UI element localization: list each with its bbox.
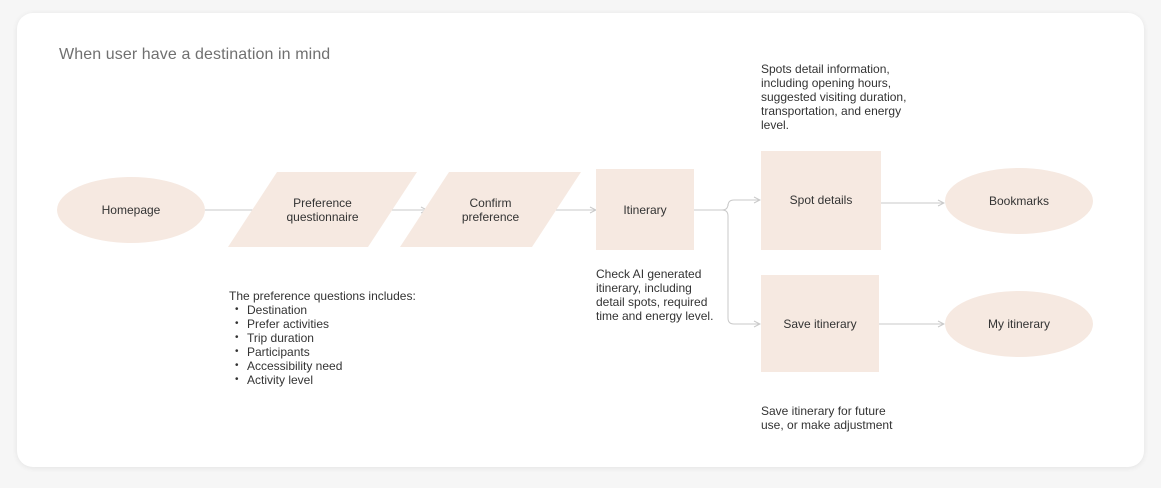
list-item: Participants bbox=[229, 345, 416, 359]
preference-questionnaire-node: Preference questionnaire bbox=[228, 172, 417, 247]
itinerary-node: Itinerary bbox=[596, 169, 694, 250]
spot-details-node: Spot details bbox=[761, 151, 881, 250]
preference-questions-list: Destination Prefer activities Trip durat… bbox=[229, 303, 416, 387]
diagram-canvas bbox=[17, 13, 1144, 467]
preference-questionnaire-label: Preference questionnaire bbox=[286, 195, 359, 224]
homepage-node: Homepage bbox=[57, 177, 205, 243]
list-item: Activity level bbox=[229, 373, 416, 387]
save-itinerary-label: Save itinerary bbox=[783, 316, 857, 331]
list-item: Trip duration bbox=[229, 331, 416, 345]
save-itinerary-note: Save itinerary for future use, or make a… bbox=[761, 404, 893, 432]
diagram-title: When user have a destination in mind bbox=[59, 46, 331, 63]
my-itinerary-node: My itinerary bbox=[945, 291, 1093, 357]
itinerary-label: Itinerary bbox=[623, 202, 667, 217]
spot-details-note: Spots detail information, including open… bbox=[761, 62, 907, 132]
bookmarks-label: Bookmarks bbox=[988, 194, 1050, 208]
homepage-label: Homepage bbox=[101, 203, 161, 217]
list-item: Accessibility need bbox=[229, 359, 416, 373]
save-itinerary-node: Save itinerary bbox=[761, 275, 879, 372]
parallelogram-shape bbox=[400, 172, 581, 247]
list-item: Destination bbox=[229, 303, 416, 317]
arrow-itinerary-to-spot-details bbox=[694, 200, 760, 211]
bookmarks-node: Bookmarks bbox=[945, 168, 1093, 234]
itinerary-note: Check AI generated itinerary, including … bbox=[596, 267, 714, 323]
preference-questions-heading: The preference questions includes: bbox=[229, 289, 416, 303]
confirm-preference-node: Confirm preference bbox=[400, 172, 581, 247]
spot-details-label: Spot details bbox=[789, 192, 853, 207]
confirm-preference-label: Confirm preference bbox=[461, 195, 520, 224]
my-itinerary-label: My itinerary bbox=[987, 317, 1050, 331]
parallelogram-shape bbox=[228, 172, 417, 247]
arrow-itinerary-to-save-itinerary bbox=[721, 209, 760, 324]
list-item: Prefer activities bbox=[229, 317, 416, 331]
preference-questions-note: The preference questions includes: Desti… bbox=[229, 289, 416, 387]
